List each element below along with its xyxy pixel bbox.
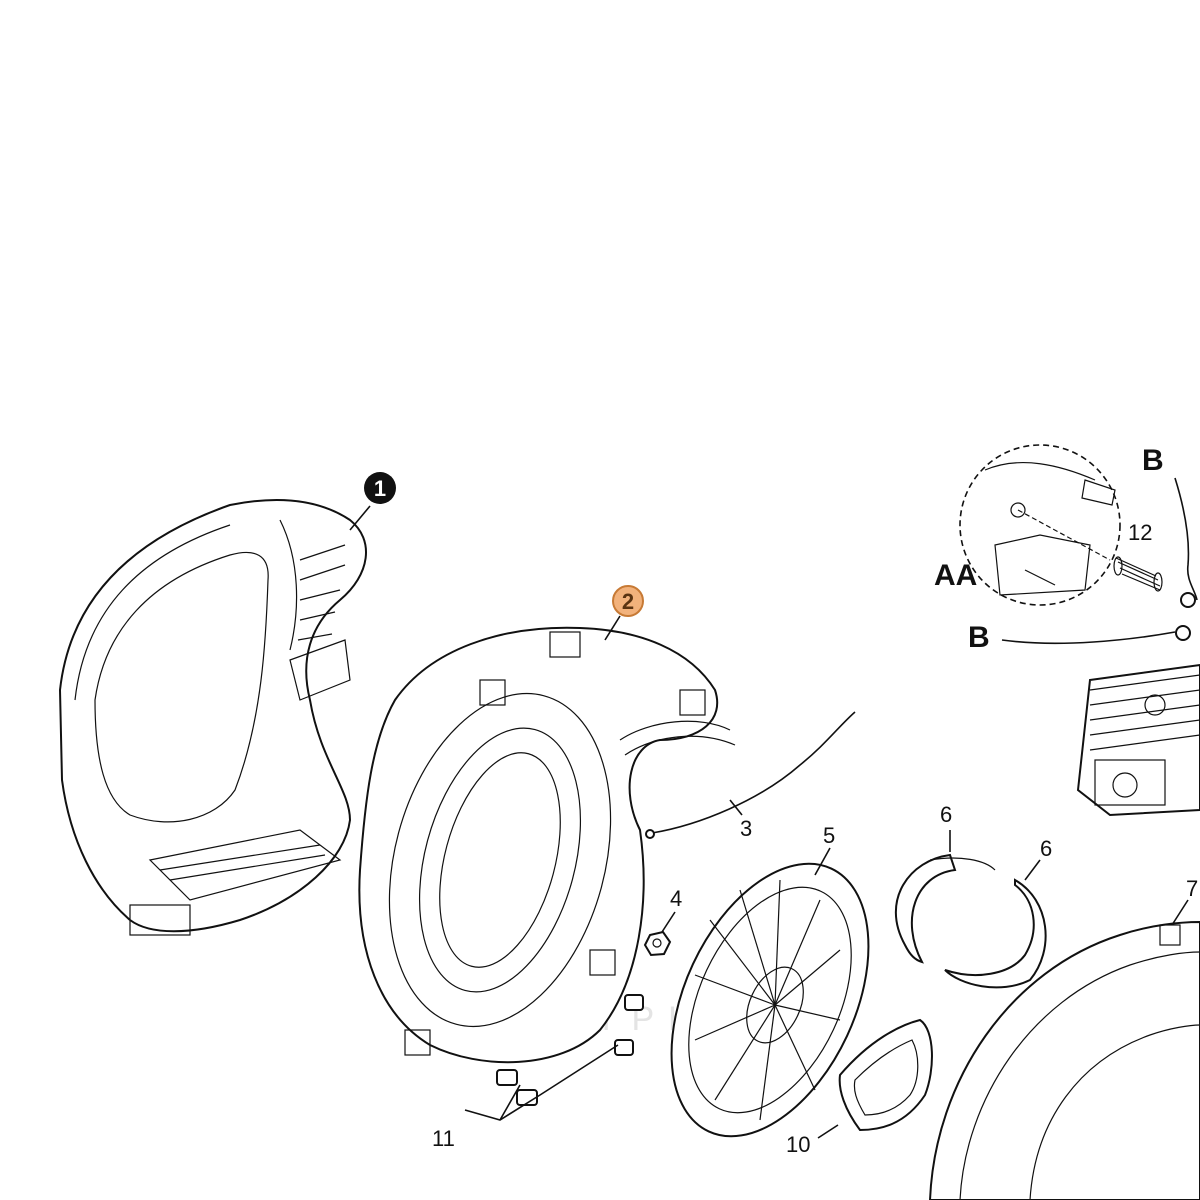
label-12: 12	[1128, 520, 1152, 545]
part-11-dampers[interactable]	[496, 994, 644, 1106]
leader-7	[1171, 899, 1189, 926]
part-1-housing-shroud[interactable]	[58, 499, 367, 936]
label-5: 5	[823, 823, 835, 848]
leader-11	[464, 1044, 619, 1121]
svg-text:1: 1	[374, 476, 386, 501]
cable-b-upper[interactable]	[1174, 477, 1198, 608]
label-7: 7	[1186, 876, 1198, 901]
label-10: 10	[786, 1132, 810, 1157]
leader-10	[817, 1124, 839, 1139]
detail-aa-label: AA	[934, 559, 977, 592]
svg-text:2: 2	[622, 589, 634, 614]
label-11: 11	[432, 1126, 455, 1151]
label-4: 4	[670, 886, 682, 911]
detail-aa-inset[interactable]	[959, 444, 1121, 606]
label-3: 3	[740, 816, 752, 841]
label-6b: 6	[1040, 836, 1052, 861]
leader-1	[349, 505, 371, 531]
leader-6b	[1024, 859, 1041, 881]
callout-1[interactable]: 1	[364, 472, 396, 504]
part-2-fan-housing[interactable]	[355, 626, 736, 1064]
callout-2[interactable]: 2	[612, 585, 644, 617]
part-6-ring-right[interactable]	[944, 878, 1047, 989]
part-5-impeller[interactable]	[632, 833, 909, 1168]
label-6a: 6	[940, 802, 952, 827]
part-6-ring-left[interactable]	[894, 853, 996, 964]
part-12-spring[interactable]	[1113, 556, 1163, 592]
part-10-gasket[interactable]	[838, 1018, 933, 1132]
cable-b-lower[interactable]	[1001, 625, 1191, 645]
part-4-nut[interactable]	[643, 930, 672, 957]
engine-cylinder[interactable]	[1076, 663, 1200, 817]
leader-3	[729, 799, 743, 816]
part-3-cable[interactable]	[645, 711, 856, 839]
leader-2	[604, 615, 621, 641]
label-b-lower: B	[968, 621, 990, 654]
part-7-cover[interactable]	[928, 920, 1200, 1200]
leader-4	[661, 911, 676, 933]
leader-5	[814, 847, 831, 876]
label-b-upper: B	[1142, 444, 1164, 477]
